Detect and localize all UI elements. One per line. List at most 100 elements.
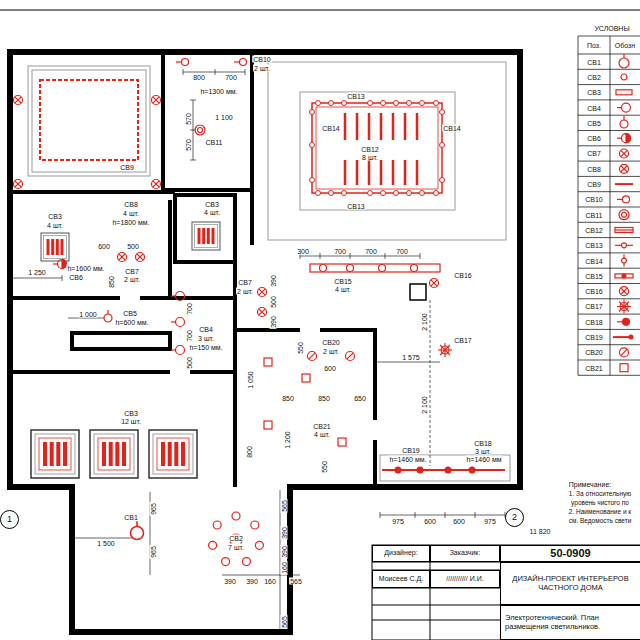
- dimension-label: 850: [108, 275, 115, 289]
- drawing-title-text: Электротехнический. План размещения свет…: [505, 614, 638, 631]
- project-title-text: ДИЗАЙН-ПРОЕКТ ИНТЕРЬЕРОВ ЧАСТНОГО ДОМА: [504, 575, 637, 592]
- dimension-label: 570: [185, 138, 192, 152]
- legend-text: СВ3: [586, 89, 602, 96]
- dimension-label: 1 200: [284, 430, 291, 450]
- plan-label: СВ9: [119, 164, 135, 171]
- dimension-label: 390: [281, 545, 288, 559]
- dimension-label: 2 100: [421, 312, 428, 332]
- plan-label: h=1300 мм.: [199, 88, 238, 95]
- plan-label: СВ19: [401, 447, 421, 454]
- dimension-label: 390: [270, 274, 277, 288]
- legend-text: СВ4: [586, 104, 602, 111]
- plan-label: 1 575: [401, 354, 421, 361]
- title-block-cell: Дизайнер:: [372, 545, 430, 562]
- legend-text: СВ6: [586, 135, 602, 142]
- plan-label: 500: [126, 243, 140, 250]
- dimension-label: 565: [281, 615, 288, 629]
- plan-label: 600: [452, 518, 466, 525]
- plan-label: СВ6: [68, 274, 84, 281]
- legend-text: СВ15: [584, 272, 604, 279]
- plan-label: 565: [289, 578, 303, 585]
- legend-text: СВ20: [584, 349, 604, 356]
- plan-label: СВ10: [252, 56, 272, 63]
- plan-label: 1 500: [96, 540, 116, 547]
- dimension-label: 700: [186, 329, 193, 343]
- plan-label: СВ2: [228, 535, 244, 542]
- dimension-label: 390: [281, 526, 288, 540]
- dimension-label: 2 100: [421, 395, 428, 415]
- plan-label: 390: [245, 578, 259, 585]
- title-block-cell: Заказчик:: [430, 545, 500, 562]
- dimension-label: 550: [321, 460, 328, 474]
- dimension-label: 1 050: [247, 370, 254, 390]
- legend-text: СВ7: [586, 150, 602, 157]
- dimension-label: 570: [185, 112, 192, 126]
- legend-text: СВ16: [584, 288, 604, 295]
- plan-label: СВ12: [360, 146, 380, 153]
- plan-label: СВ7: [237, 279, 253, 286]
- plan-label: 3 шт.: [197, 335, 215, 342]
- legend-text: СВ8: [586, 165, 602, 172]
- dimension-label: 965: [150, 502, 157, 516]
- legend-text: СВ19: [584, 334, 604, 341]
- plan-label: 2 шт.: [253, 65, 271, 72]
- title-block-cell-text: Моисеев С.Д.: [379, 575, 423, 583]
- title-block-cell-text: Дизайнер:: [384, 549, 417, 557]
- plan-label: 600: [423, 518, 437, 525]
- legend-text: СВ18: [584, 318, 604, 325]
- plan-label: 650: [353, 395, 367, 402]
- plan-label: СВ4: [198, 326, 214, 333]
- sheet-number-text: 50-0909: [550, 547, 590, 560]
- plan-label: 1 000: [78, 311, 98, 318]
- plan-label: 8 шт.: [361, 154, 379, 161]
- dimension-label: 390: [270, 315, 277, 329]
- plan-label: 700: [224, 74, 238, 81]
- plan-label: СВ3: [47, 213, 63, 220]
- plan-label: СВ18: [473, 440, 493, 447]
- plan-label: СВ3: [204, 201, 220, 208]
- plan-label: 1. За относительную: [568, 491, 632, 498]
- plan-label: 3 шт.: [474, 448, 492, 455]
- plan-label: h=150 мм.: [188, 344, 223, 351]
- plan-label: СВ5: [122, 310, 138, 317]
- dimension-label: 500: [186, 356, 193, 370]
- dimension-label: 965: [150, 545, 157, 559]
- legend-text: СВ5: [586, 119, 602, 126]
- plan-label: СВ13: [346, 203, 366, 210]
- plan-label: СВ13: [346, 93, 366, 100]
- plan-label: 600: [97, 243, 111, 250]
- plan-label: СВ21: [312, 423, 332, 430]
- grid-axis-marker: 2: [505, 508, 524, 527]
- legend-text: СВ11: [585, 211, 604, 218]
- plan-label: 4 шт.: [334, 286, 352, 293]
- legend-text: СВ10: [584, 196, 604, 203]
- plan-label: 390: [223, 578, 237, 585]
- plan-label: 4 шт.: [46, 222, 64, 229]
- dimension-label: 700: [186, 302, 193, 316]
- legend-text: СВ17: [584, 303, 604, 310]
- plan-label: 2. Наименование и к: [568, 509, 632, 516]
- plan-label: h=1460 мм: [465, 456, 502, 463]
- plan-label: 1 100: [214, 114, 234, 121]
- plan-label: СВ3: [123, 410, 139, 417]
- plan-label: УСЛОВНЫ: [593, 25, 630, 32]
- title-block-cell: /////////// И.И.: [430, 570, 500, 588]
- legend-text: СВ13: [584, 242, 604, 249]
- plan-label: СВ1: [123, 514, 139, 521]
- project-title: ДИЗАЙН-ПРОЕКТ ИНТЕРЬЕРОВ ЧАСТНОГО ДОМА: [500, 562, 640, 605]
- plan-label: 300: [296, 248, 310, 255]
- legend-text: СВ1: [586, 58, 602, 65]
- plan-label: 2 шт.: [236, 288, 254, 295]
- dimension-label: 565: [281, 499, 288, 513]
- dimension-label: 160: [281, 561, 288, 575]
- plan-label: 700: [333, 248, 347, 255]
- plan-label: Обозн: [614, 42, 636, 49]
- grid-axis-marker-text: 1: [7, 514, 12, 524]
- plan-label: СВ16: [453, 272, 473, 279]
- sheet-number: 50-0909: [500, 545, 640, 562]
- plan-label: СВ14: [442, 125, 462, 132]
- plan-label: 850: [281, 395, 295, 402]
- plan-label: СВ8: [123, 201, 139, 208]
- plan-label: 700: [395, 248, 409, 255]
- title-block-cell-text: /////////// И.И.: [446, 575, 483, 583]
